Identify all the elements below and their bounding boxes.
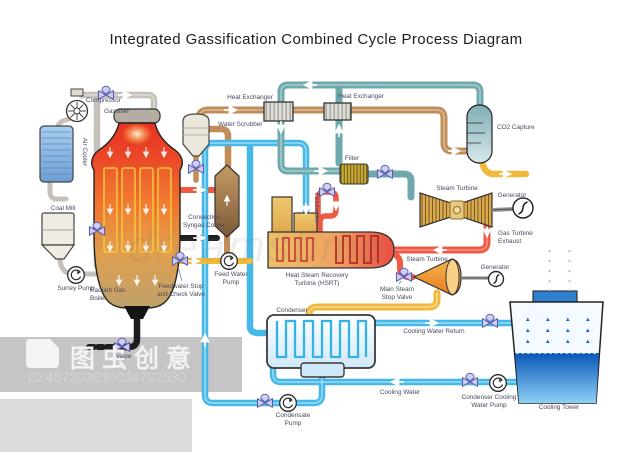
label-steam-turbine-bottom: Steam Turbine — [406, 256, 448, 263]
label-steam-turbine-top: Steam Turbine — [436, 185, 478, 192]
label-main-steam-stop-valve: Main Steam Stop Valve — [379, 286, 415, 301]
condensate-pump-icon — [279, 394, 297, 412]
condenser-cooling-water-pump-icon — [489, 374, 507, 392]
steam-turbine-top-icon — [419, 192, 515, 228]
hsrt-unit — [267, 196, 395, 269]
label-leader-lines — [177, 266, 402, 285]
stock-watermark: dreamstime — [128, 222, 388, 271]
filter-icon — [339, 163, 369, 185]
label-valve: valve — [116, 353, 132, 360]
generator-bottom-icon — [487, 270, 505, 288]
label-filter: Filter — [344, 155, 360, 162]
label-feedwater: Feedwater — [313, 192, 320, 224]
label-coal-mill: Coal Mill — [50, 205, 76, 212]
label-compressor: Compressor — [86, 97, 121, 104]
heat-exchanger-2 — [323, 102, 352, 121]
label-hsrt: Heat Steam Recovery Turbine (HSRT) — [285, 272, 349, 287]
watermark-band-lower — [0, 399, 192, 452]
label-condensate-pump: Condensate Pump — [275, 412, 311, 427]
air-cooler — [39, 125, 74, 183]
label-generator-top: Generator — [497, 192, 527, 199]
flow-arrows — [118, 80, 513, 387]
label-cooling-tower: Cooling Tower — [538, 404, 580, 411]
label-feed-water-pump: Feed Water Pump — [214, 271, 248, 286]
label-generator-bottom: Generator — [480, 264, 510, 271]
watermark-brand: 图虫创意 — [70, 345, 199, 373]
rising-steam-icon — [548, 249, 571, 291]
pipes-teal — [277, 81, 484, 201]
condenser-unit — [266, 314, 376, 378]
water-scrubber — [182, 113, 210, 157]
label-gassifier: Gassifier — [104, 108, 130, 115]
gassifier-vessel — [91, 108, 183, 319]
generator-top-icon — [512, 197, 534, 219]
watermark-logo-icon — [26, 339, 59, 368]
label-condenser-cooling-water-pump: Condenser Cooling Water Pump — [461, 394, 517, 409]
label-radiant-gas-boiler: Radiant Gas Boiler — [90, 287, 126, 302]
co2-capture-vessel — [466, 104, 493, 164]
label-surrey-pump: Surrey Pump — [57, 285, 95, 292]
label-convective-syngas-cooler: Convective Syngas Cooler — [183, 214, 225, 229]
watermark-id: ID:457203830034792530 — [28, 369, 187, 385]
label-condenser: Condenser — [276, 307, 308, 314]
label-cooling-water: Cooling Water — [379, 389, 421, 396]
label-heat-exchanger-1: Heat Exchanger — [227, 94, 273, 101]
convective-syngas-cooler — [214, 164, 240, 238]
heat-exchanger-1 — [263, 101, 294, 122]
label-air-cooler: Air Cooler — [81, 137, 88, 167]
pipes-cyan — [201, 139, 520, 407]
label-cooling-water-return: Cooling Water Return — [403, 328, 465, 335]
page-title: Integrated Gassification Combined Cycle … — [109, 31, 523, 48]
label-feedwater-stop-check-valve: Feedwater Stop and Check Valve — [157, 283, 205, 298]
label-co2-capture: CO2 Capture — [497, 124, 535, 131]
coal-mill — [40, 212, 76, 260]
label-gas-turbine-exhaust: Gas Turbine Exhaust — [498, 230, 533, 245]
steam-turbine-bottom-icon — [412, 258, 489, 296]
label-heat-exchanger-2: Heat Exchanger — [338, 93, 384, 100]
compressor-icon — [65, 88, 89, 123]
label-water-scrubber: Water Scrubber — [218, 121, 263, 128]
cooling-tower-unit — [509, 249, 604, 404]
surrey-pump-icon — [67, 266, 85, 284]
